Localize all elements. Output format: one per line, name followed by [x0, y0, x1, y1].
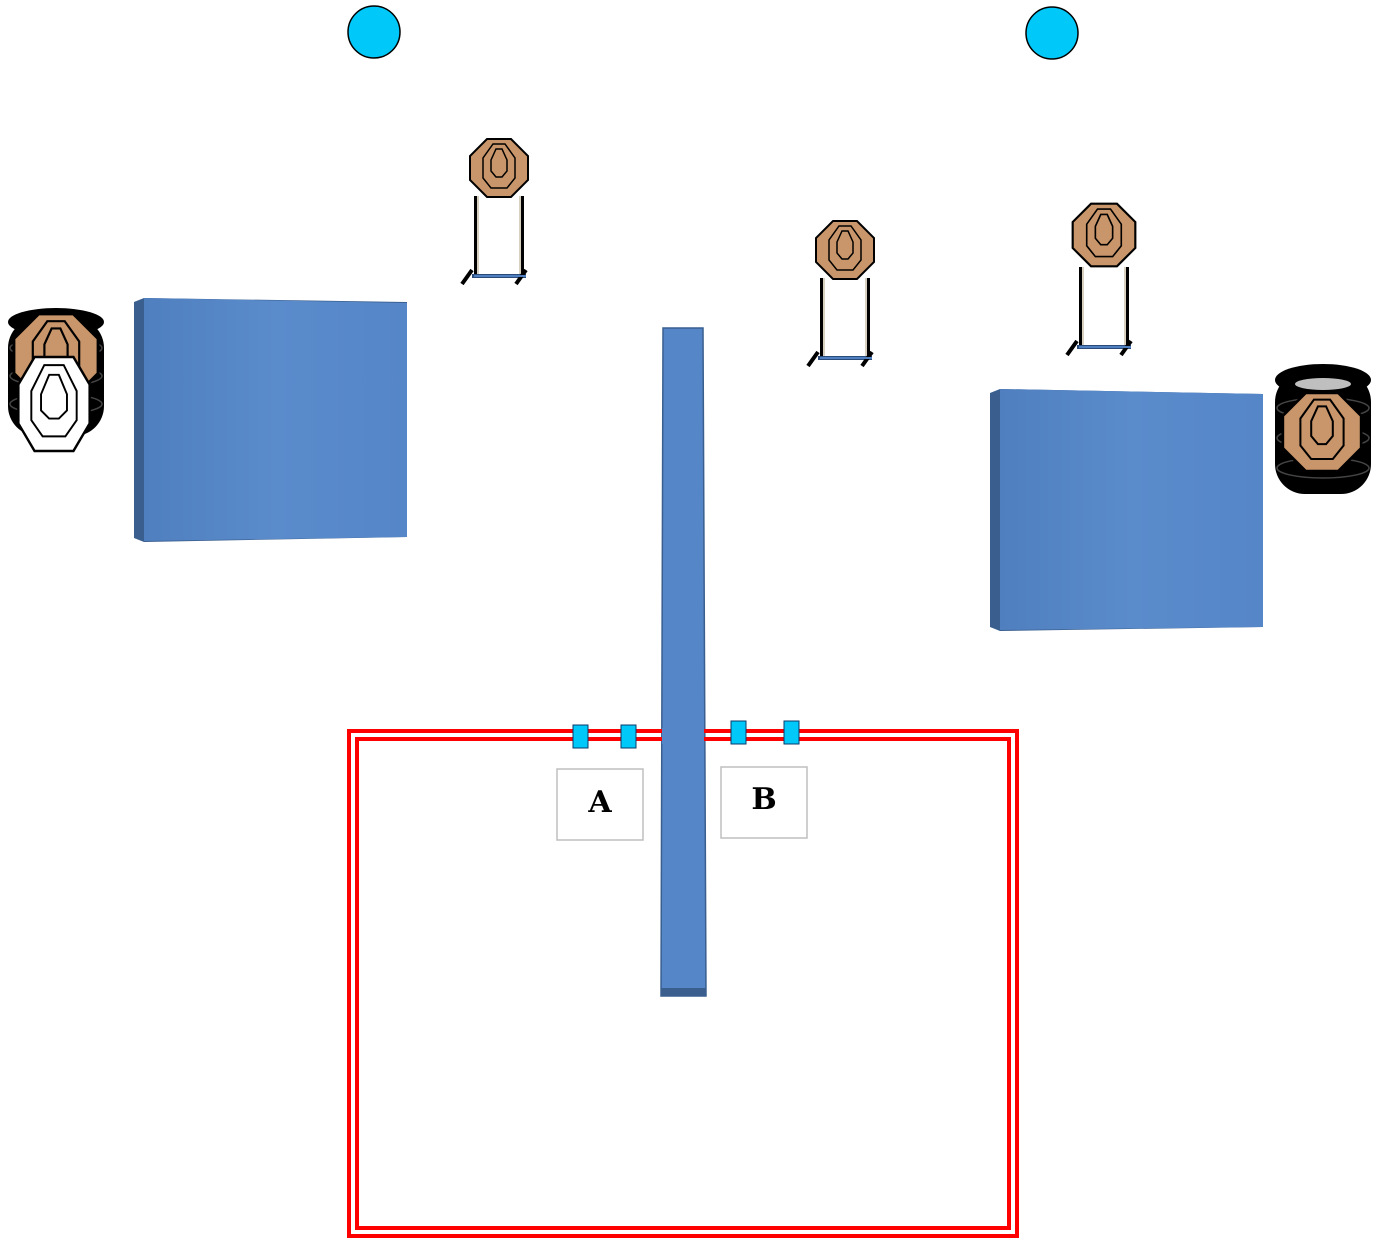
position-b-box: B — [720, 766, 808, 839]
stand-target-2-icon — [806, 220, 875, 368]
no-shoot-target-icon — [17, 355, 91, 453]
wall-left — [134, 298, 407, 542]
port-marker-a2 — [620, 724, 637, 749]
port-marker-a1 — [572, 724, 589, 749]
popper-right-icon — [1025, 6, 1079, 60]
stand-target-3-icon — [1065, 202, 1137, 357]
barrel-target-right-icon — [1275, 364, 1371, 494]
popper-left-icon — [347, 5, 401, 59]
port-marker-b2 — [783, 720, 800, 745]
position-a-label: A — [587, 785, 612, 820]
wall-center — [660, 327, 707, 997]
wall-right — [990, 389, 1263, 631]
position-a-box: A — [556, 768, 644, 841]
port-marker-b1 — [730, 720, 747, 745]
stand-target-1-icon — [460, 138, 529, 286]
position-b-label: B — [751, 782, 776, 817]
